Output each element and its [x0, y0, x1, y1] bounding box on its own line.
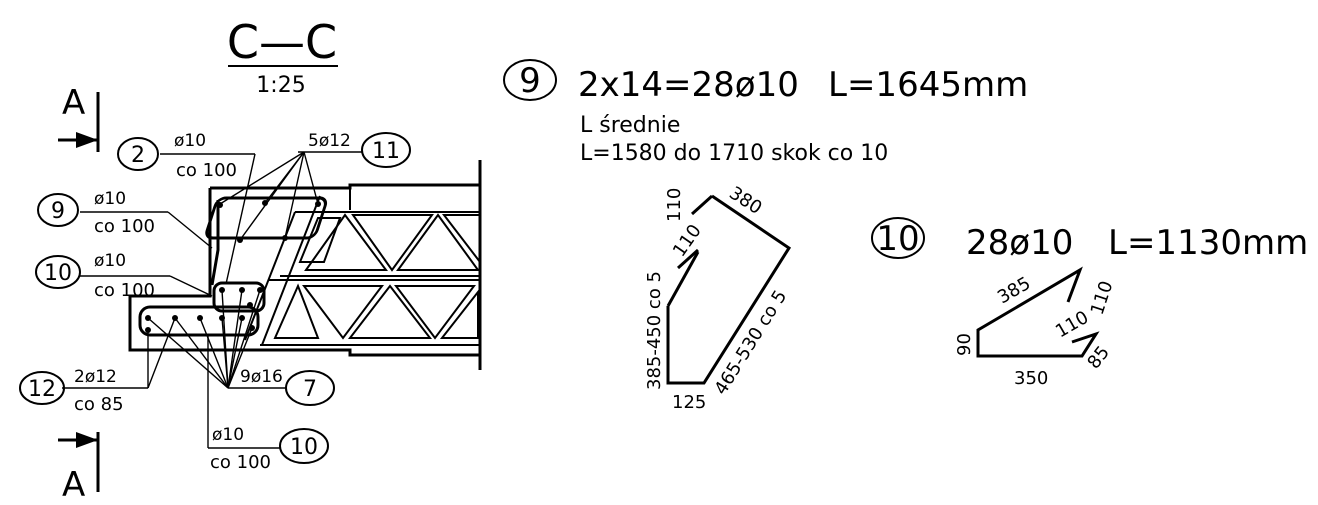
bar-9-dim-380: 380	[725, 183, 765, 219]
hollow-core-voids-lower	[273, 283, 479, 340]
bar-9-spec: 2x14=28ø10	[578, 65, 799, 105]
svg-text:10: 10	[290, 435, 318, 460]
bar-9-number: 9	[519, 61, 541, 101]
bar-9-dim-385-450: 385-450 co 5	[644, 271, 665, 390]
bar-10-dim-385: 385	[994, 273, 1034, 308]
callout-bubble	[117, 137, 159, 171]
svg-text:2ø12: 2ø12	[74, 367, 117, 387]
callout-bubble	[37, 193, 79, 227]
beam-outline	[128, 188, 480, 357]
callout-bubble	[35, 255, 81, 289]
bar-9-dim-110-top: 110	[664, 188, 685, 222]
callout-12: 12 2ø12 co 85	[19, 367, 124, 415]
bar-10-bubble	[871, 217, 925, 259]
bar-10-length: L=1130mm	[1108, 223, 1308, 263]
svg-text:5ø12: 5ø12	[308, 131, 351, 151]
callout-7: 9ø16 7	[240, 367, 335, 406]
svg-text:co 100: co 100	[176, 160, 237, 181]
callout-bubble	[285, 370, 335, 406]
section-marker-label-bottom: A	[62, 465, 85, 505]
svg-text:9ø16: 9ø16	[240, 367, 283, 387]
bar-10-shape	[976, 266, 1100, 358]
svg-text:ø10: ø10	[94, 189, 126, 209]
svg-text:ø10: ø10	[94, 251, 126, 271]
callout-2: 2 ø10 co 100	[117, 131, 237, 181]
callout-bubble	[361, 132, 411, 168]
bar-9-note-1: L średnie	[580, 113, 680, 138]
svg-text:co 85: co 85	[74, 394, 124, 415]
callout-10-left: 10 ø10 co 100	[35, 251, 155, 301]
svg-text:co 100: co 100	[94, 280, 155, 301]
bar-9-length: L=1645mm	[828, 65, 1028, 105]
hollow-core-voids-upper	[298, 213, 481, 272]
section-scale: 1:25	[256, 73, 305, 98]
svg-text:ø10: ø10	[212, 425, 244, 445]
bar-9-dim-110-mid: 110	[669, 221, 706, 261]
bar-10-spec: 28ø10	[966, 223, 1073, 263]
callout-bubble	[19, 371, 65, 405]
concrete-section	[128, 160, 482, 370]
svg-text:2: 2	[131, 143, 145, 168]
svg-text:ø10: ø10	[174, 131, 206, 151]
arrow-icon	[76, 432, 98, 448]
bar-10-schedule: 10 28ø10 L=1130mm 385 110 110 90 350 85	[871, 217, 1308, 389]
section-marker-top: A	[58, 83, 100, 152]
callout-9-left: 9 ø10 co 100	[37, 189, 155, 237]
slab-top-edge	[210, 183, 480, 190]
section-marker-label-top: A	[62, 83, 85, 123]
callout-10-bottom: ø10 co 100 10	[210, 425, 329, 473]
svg-text:co 100: co 100	[210, 452, 271, 473]
bar-10-number: 10	[876, 219, 919, 259]
callout-11: 5ø12 11	[308, 131, 411, 168]
bar-10-dim-350: 350	[1014, 368, 1048, 389]
bar-10-dim-90: 90	[954, 333, 975, 356]
svg-text:10: 10	[44, 261, 72, 286]
callout-bubble	[279, 428, 329, 464]
bar-9-shape	[666, 194, 792, 385]
section-title: C—C	[227, 15, 337, 69]
bar-9-dim-465-530: 465-530 co 5	[710, 287, 791, 399]
leader-lines	[62, 151, 362, 449]
bar-9-dim-125: 125	[672, 392, 706, 413]
section-title-block: C—C 1:25	[227, 15, 338, 98]
bar-10-dim-110-top: 110	[1087, 278, 1118, 317]
bar-9-bubble	[503, 59, 557, 101]
bar-9-note-2: L=1580 do 1710 skok co 10	[580, 141, 888, 166]
svg-text:11: 11	[372, 139, 400, 164]
arrow-icon	[76, 132, 98, 148]
bar-9-schedule: 9 2x14=28ø10 L=1645mm L średnie L=1580 d…	[503, 59, 1028, 413]
svg-text:co 100: co 100	[94, 216, 155, 237]
svg-text:7: 7	[303, 377, 317, 402]
svg-text:9: 9	[51, 199, 65, 224]
reinforcement	[138, 196, 328, 337]
svg-text:12: 12	[28, 377, 56, 402]
section-marker-bottom: A	[58, 432, 100, 505]
